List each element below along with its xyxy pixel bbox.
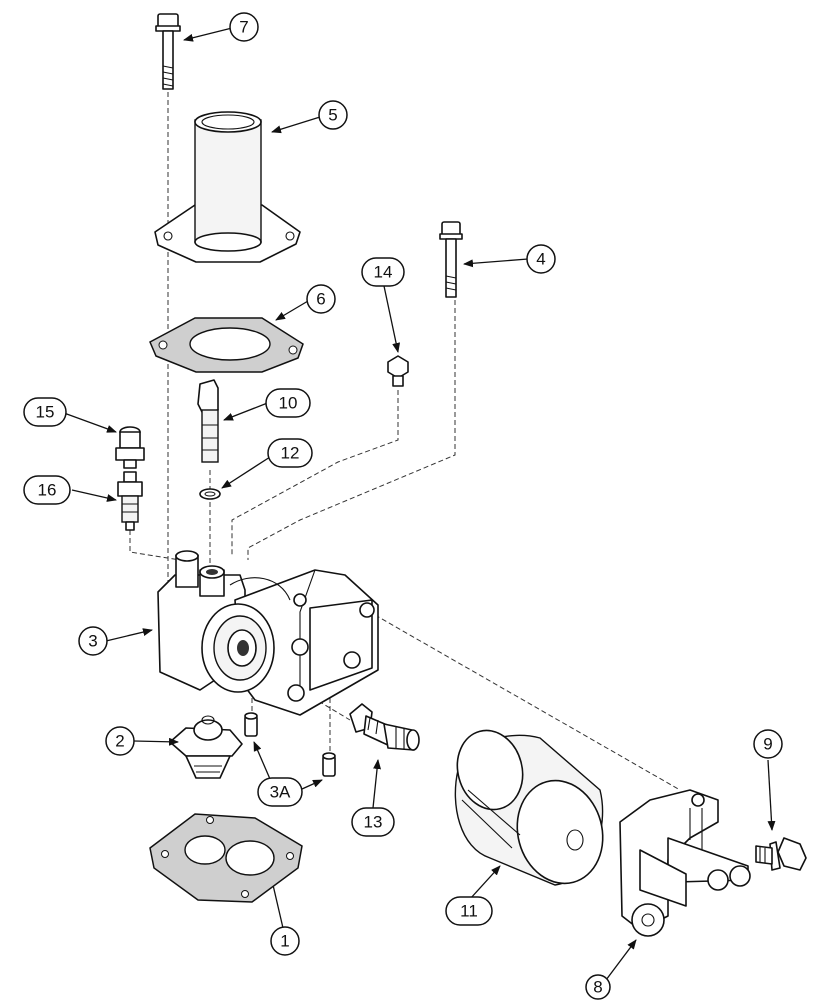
o-ring-part-12 [199, 488, 221, 500]
bracket-part-8 [619, 789, 751, 937]
callout-label-6: 6 [316, 290, 325, 309]
callout-label-3: 3 [88, 632, 97, 651]
fitting-part-15 [115, 426, 145, 469]
callout-label-5: 5 [328, 106, 337, 125]
callout-label-1: 1 [280, 932, 289, 951]
callout-15[interactable]: 15 [23, 397, 67, 427]
outlet-tube-part-5 [154, 111, 301, 263]
callout-3[interactable]: 3 [78, 626, 108, 656]
callout-7[interactable]: 7 [229, 12, 259, 42]
nipple-fitting-part-13 [349, 703, 420, 751]
callout-12[interactable]: 12 [267, 438, 313, 468]
callout-label-2: 2 [115, 732, 124, 751]
callout-13[interactable]: 13 [351, 807, 395, 837]
gasket-part-1 [149, 813, 303, 903]
dowel-pins-part-3a [244, 712, 336, 777]
callout-label-12: 12 [281, 444, 300, 463]
sender-part-16 [117, 471, 143, 531]
callout-5[interactable]: 5 [318, 100, 348, 130]
callout-label-13: 13 [364, 813, 383, 832]
callout-10[interactable]: 10 [265, 388, 311, 418]
callout-label-7: 7 [239, 18, 248, 37]
callout-label-8: 8 [593, 978, 602, 997]
plug-part-14 [387, 355, 409, 387]
callout-11[interactable]: 11 [445, 896, 493, 926]
callouts: 7 5 4 14 6 10 15 12 [23, 12, 783, 1000]
housing-part-3 [157, 550, 379, 716]
sensor-part-10 [197, 379, 219, 463]
callout-2[interactable]: 2 [105, 726, 135, 756]
callout-3a[interactable]: 3A [257, 777, 303, 807]
callout-4[interactable]: 4 [526, 244, 556, 274]
callout-14[interactable]: 14 [361, 257, 405, 287]
callout-label-16: 16 [38, 481, 57, 500]
callout-1[interactable]: 1 [270, 926, 300, 956]
callout-label-11: 11 [460, 902, 478, 921]
bolt-part-4 [439, 221, 463, 298]
callout-8[interactable]: 8 [585, 974, 611, 1000]
callout-label-15: 15 [36, 403, 55, 422]
filter-part-11 [454, 729, 604, 886]
bolt-part-7 [155, 13, 181, 90]
thermostat-part-2 [169, 715, 243, 779]
callout-label-9: 9 [763, 735, 772, 754]
gasket-part-6 [149, 317, 304, 373]
bolt-part-9 [755, 837, 807, 871]
callout-label-4: 4 [536, 250, 545, 269]
callout-16[interactable]: 16 [23, 475, 71, 505]
callout-label-14: 14 [374, 263, 393, 282]
leader-lines [63, 27, 776, 981]
callout-label-10: 10 [279, 394, 298, 413]
callout-label-3a: 3A [270, 783, 291, 802]
callout-9[interactable]: 9 [753, 729, 783, 759]
callout-6[interactable]: 6 [306, 284, 336, 314]
